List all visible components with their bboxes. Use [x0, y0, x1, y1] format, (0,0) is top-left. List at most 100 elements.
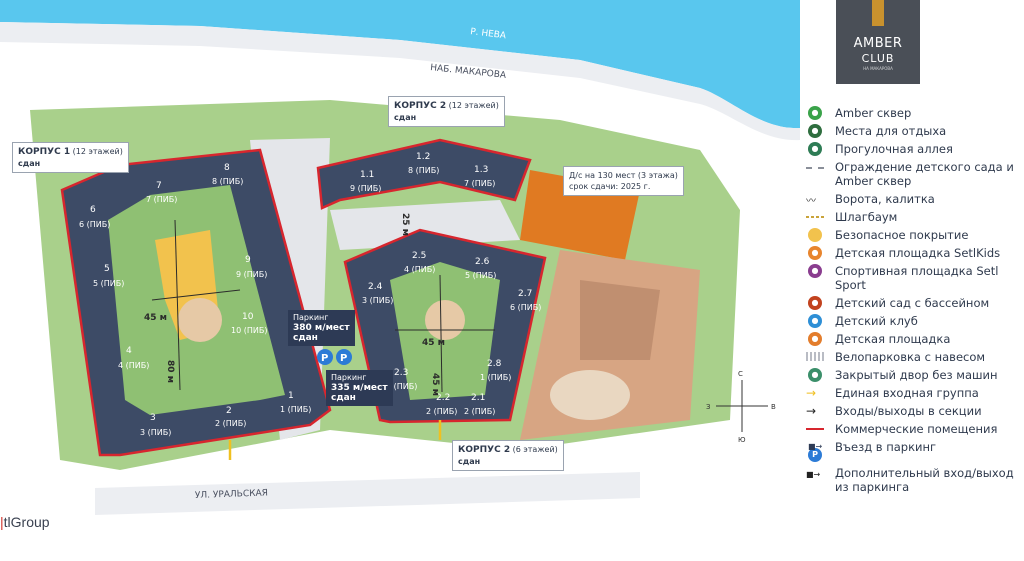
- parking-icon-1: [317, 349, 333, 365]
- kindergarten-callout: Д/с на 130 мест (3 этажа) срок сдачи: 20…: [563, 166, 684, 196]
- map-legend: ●Amber сквер●Места для отдыха●Прогулочна…: [806, 106, 1022, 498]
- parking-2-title: Паркинг: [331, 373, 367, 382]
- river-label: Р. НЕВА: [470, 27, 508, 41]
- distance-label-4: 45 м: [422, 338, 445, 348]
- korpus-2a-title: КОРПУС 2: [394, 101, 447, 111]
- building-2-5-sub: 4 (ПИБ): [404, 265, 435, 274]
- brand-text: tlGroup: [3, 514, 50, 530]
- dim-line-2: [174, 219, 181, 391]
- block-1x-outline: [316, 138, 532, 210]
- brand-logo: |tlGroup: [0, 514, 50, 530]
- block-1-paving: [178, 298, 222, 342]
- legend-item: ●Места для отдыха: [806, 124, 1022, 138]
- building-2-4-num: 2.4: [368, 282, 383, 292]
- building-6-num: 6: [90, 205, 96, 215]
- street-label: УЛ. УРАЛЬСКАЯ: [195, 488, 268, 501]
- legend-item: →Единая входная группа: [806, 386, 1022, 400]
- legend-label: Ворота, калитка: [835, 192, 935, 206]
- legend-label: Велопарковка с навесом: [835, 350, 986, 364]
- korpus-2b-status: сдан: [458, 457, 481, 466]
- legend-item: Шлагбаум: [806, 210, 1022, 224]
- korpus-2b-title: КОРПУС 2: [458, 445, 511, 455]
- parking-icon-2: [336, 349, 352, 365]
- logo-line3: НА МАКАРОВА: [863, 66, 893, 71]
- legend-item: →Входы/выходы в секции: [806, 404, 1022, 418]
- building-1-2-num: 1.2: [416, 152, 430, 162]
- legend-item: ● Amber сквер: [806, 106, 1022, 120]
- building-7-sub: 7 (ПИБ): [146, 195, 177, 204]
- bench-icon: ●: [806, 124, 824, 138]
- kindergarten-line1: Д/с на 130 мест (3 этажа): [569, 171, 678, 180]
- distance-label-3: 25 м: [400, 213, 410, 236]
- legend-label: Въезд в паркинг: [835, 440, 937, 454]
- parking-label-1: Паркинг 380 м/мест сдан: [288, 310, 355, 346]
- street-uralskaya: [95, 472, 640, 515]
- distance-label-2: 80 м: [165, 360, 175, 383]
- logo-line2: CLUB: [861, 52, 895, 65]
- parking-1-places: 380 м/мест: [293, 323, 350, 333]
- closed-yard-icon: ●: [806, 368, 824, 382]
- inner-road-2: [330, 200, 520, 250]
- legend-label: Детская площадка SetlKids: [835, 246, 1001, 260]
- kindergarten-icon: ●: [806, 296, 824, 310]
- building-2-3-sub: 2 (ПИБ): [386, 382, 417, 391]
- building-8-num: 8: [224, 163, 230, 173]
- distance-label-1: 45 м: [144, 313, 167, 323]
- building-2-num: 2: [226, 406, 232, 416]
- square-lawn: [550, 370, 630, 420]
- compass-e: В: [771, 403, 776, 411]
- building-10-num: 10: [242, 312, 254, 322]
- building-3-sub: 3 (ПИБ): [140, 428, 171, 437]
- legend-item: P■→Въезд в паркинг: [806, 440, 1022, 462]
- parking-2-places: 335 м/мест: [331, 383, 388, 393]
- compass-rose: С Ю З В: [706, 370, 776, 444]
- logo-line1: AMBER: [853, 36, 903, 51]
- building-3-num: 3: [150, 413, 156, 423]
- distance-label-5: 45 м: [430, 373, 440, 396]
- legend-label: Шлагбаум: [835, 210, 898, 224]
- legend-label: Спортивная площадка Setl Sport: [835, 264, 999, 292]
- korpus-2b-callout: КОРПУС 2 (6 этажей) сдан: [452, 440, 564, 471]
- legend-label: Единая входная группа: [835, 386, 979, 400]
- legend-label: Прогулочная аллея: [835, 142, 953, 156]
- park-icon: ●: [806, 106, 824, 120]
- amber-club-logo: AMBER CLUB НА МАКАРОВА: [836, 0, 920, 84]
- building-9-num: 9: [245, 255, 251, 265]
- building-5-sub: 5 (ПИБ): [93, 279, 124, 288]
- commercial-icon: [806, 422, 824, 436]
- building-4-sub: 4 (ПИБ): [118, 361, 149, 370]
- sport-icon: ●: [806, 264, 824, 278]
- legend-label: Безопасное покрытие: [835, 228, 969, 242]
- brand-mark: |: [0, 514, 4, 530]
- legend-label: Детская площадка: [835, 332, 951, 346]
- building-10-sub: 10 (ПИБ): [231, 326, 267, 335]
- legend-item: ●Детская площадка: [806, 332, 1022, 346]
- parking-label-2: Паркинг 335 м/мест сдан: [326, 370, 393, 406]
- svg-text:P: P: [340, 353, 347, 364]
- building-2-4-sub: 3 (ПИБ): [362, 296, 393, 305]
- building-2-8-sub: 1 (ПИБ): [480, 373, 511, 382]
- barrier-icon: [806, 210, 824, 224]
- legend-item: ●Детский сад с бассейном: [806, 296, 1022, 310]
- legend-label: Ограждение детского сада и Amber сквер: [835, 160, 1014, 188]
- river-neva: [0, 0, 800, 129]
- korpus-1-status: сдан: [18, 159, 41, 168]
- legend-item: ●Закрытый двор без машин: [806, 368, 1022, 382]
- legend-item: Ограждение детского сада и Amber сквер: [806, 160, 1022, 188]
- kids-club-icon: ●: [806, 314, 824, 328]
- building-2-1-num: 2.1: [471, 393, 485, 403]
- extra-exit-icon: ■→: [806, 470, 821, 479]
- building-2-5-num: 2.5: [412, 251, 426, 261]
- building-2-8-num: 2.8: [487, 359, 502, 369]
- safe-surface-icon: [806, 228, 824, 242]
- block-2x-center: [425, 300, 465, 340]
- building-8-sub: 8 (ПИБ): [212, 177, 243, 186]
- dashed-fence-icon: [806, 160, 824, 174]
- building-2-6-sub: 5 (ПИБ): [465, 271, 496, 280]
- building-7-num: 7: [156, 181, 162, 191]
- legend-item: ■→Дополнительный вход/выход из паркинга: [806, 466, 1022, 494]
- legend-item: ●Прогулочная аллея: [806, 142, 1022, 156]
- legend-label: Amber сквер: [835, 106, 912, 120]
- korpus-1-callout: КОРПУС 1 (12 этажей) сдан: [12, 142, 129, 173]
- building-1-1-sub: 9 (ПИБ): [350, 184, 381, 193]
